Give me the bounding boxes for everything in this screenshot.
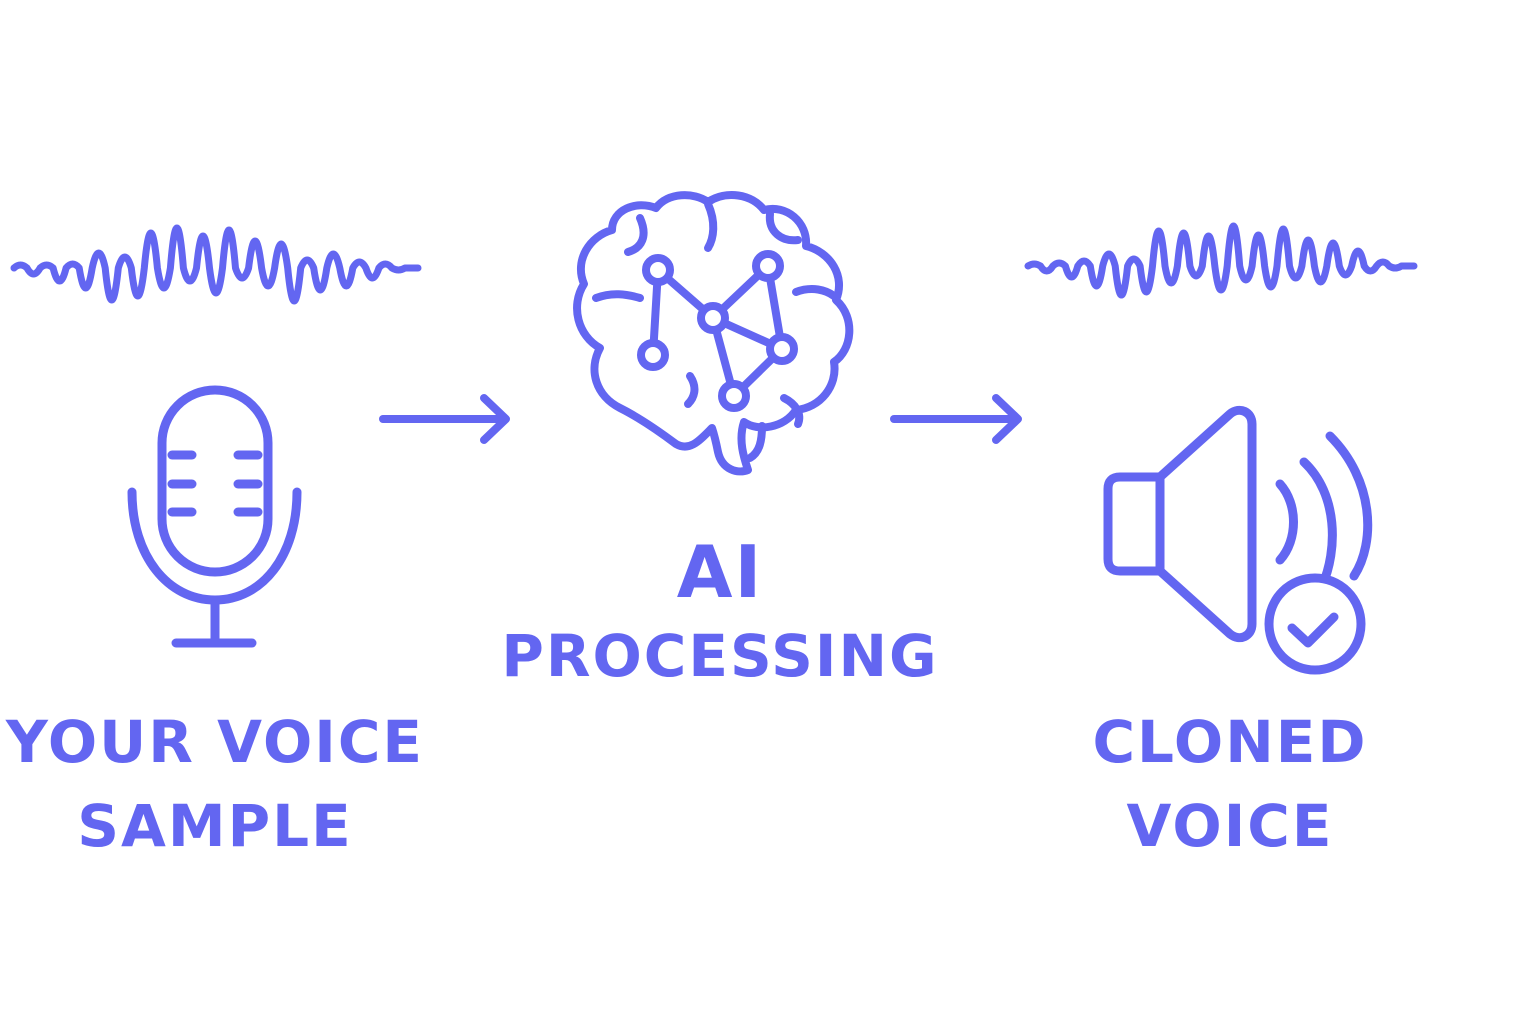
brain-network-icon [573, 191, 854, 476]
step-label-voice-sample: YOUR VOICE SAMPLE [0, 700, 430, 868]
step-label-line: YOUR VOICE [5, 708, 425, 776]
arrow-right-icon [890, 394, 1022, 444]
step-label-line: AI [676, 530, 764, 614]
sound-wave-icon [1024, 222, 1418, 299]
step-label-line: CLONED [1092, 708, 1368, 776]
arrow-right-icon [379, 394, 510, 444]
step-label-line: VOICE [1126, 792, 1334, 860]
sound-wave-icon [10, 224, 422, 305]
microphone-icon [127, 385, 302, 648]
speaker-check-icon [1103, 405, 1373, 675]
step-label-line: PROCESSING [501, 622, 939, 690]
step-label-line: SAMPLE [77, 792, 353, 860]
step-label-cloned-voice: CLONED VOICE [1020, 700, 1440, 868]
step-label-ai-processing: AI PROCESSING [460, 530, 980, 698]
